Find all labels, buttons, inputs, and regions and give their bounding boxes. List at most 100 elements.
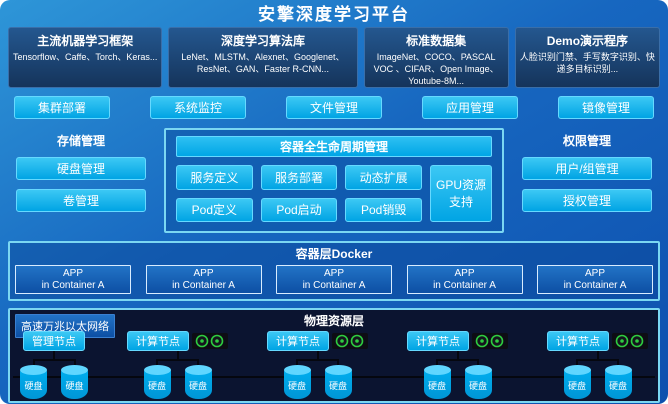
- disk-pair: 硬盘 硬盘: [143, 359, 212, 399]
- app-container-box: APP in Container A: [406, 265, 523, 294]
- compute-node-group: 计算节点 硬盘 硬盘: [407, 331, 508, 399]
- disk-label: 硬盘: [65, 381, 84, 391]
- disk-label: 硬盘: [328, 381, 347, 391]
- demo-programs-box: Demo演示程序 人脸识别门禁、手写数字识别、快递多目标识别...: [514, 27, 660, 88]
- disk-label: 硬盘: [567, 381, 586, 391]
- demo-programs-title: Demo演示程序: [546, 34, 629, 48]
- disk-label: 硬盘: [24, 381, 43, 391]
- container-layer: 容器层Docker APP in Container A APP in Cont…: [8, 241, 660, 301]
- app-container-box: APP in Container A: [145, 265, 262, 294]
- dl-algorithm-library-title: 深度学习算法库: [220, 34, 305, 48]
- container-apps-row: APP in Container A APP in Container A AP…: [15, 265, 653, 294]
- authorization-management-box: 授权管理: [522, 189, 652, 212]
- disk-label: 硬盘: [608, 381, 627, 391]
- dl-algorithm-library-content: LeNet、MLSTM、Alexnet、Googlenet、ResNet、GAN…: [181, 52, 345, 75]
- ml-frameworks-content: Tensorflow、Caffe、Torch、Keras...: [13, 52, 158, 62]
- page-title: 安擎深度学习平台: [258, 5, 410, 24]
- disk-label: 硬盘: [468, 381, 487, 391]
- permission-title: 权限管理: [562, 134, 611, 148]
- connector-stem: [316, 351, 319, 359]
- gpu-card-icon: [472, 333, 508, 349]
- disk-icon: 硬盘: [604, 365, 632, 399]
- compute-node-group: 计算节点 硬盘 硬盘: [267, 331, 368, 399]
- gpu-support-box: GPU资源支持: [430, 165, 492, 222]
- volume-management-box: 卷管理: [16, 189, 146, 212]
- connector-stem: [596, 351, 599, 359]
- application-management-box: 应用管理: [422, 96, 518, 119]
- gpu-card-icon: [332, 333, 368, 349]
- frameworks-row: 主流机器学习框架 Tensorflow、Caffe、Torch、Keras...…: [8, 27, 660, 88]
- disk-wrap: 硬盘: [324, 359, 352, 399]
- standard-datasets-content: ImageNet、COCO、PASCAL VOC 、CIFAR、Open Ima…: [373, 52, 499, 87]
- compute-node-box: 计算节点: [267, 331, 329, 351]
- compute-node-group: 计算节点 硬盘 硬盘: [547, 331, 648, 399]
- compute-node-box: 计算节点: [547, 331, 609, 351]
- disk-wrap: 硬盘: [61, 359, 88, 399]
- disk-icon: 硬盘: [283, 365, 311, 399]
- disk-management-box: 硬盘管理: [16, 157, 146, 180]
- disk-icon: 硬盘: [61, 365, 88, 399]
- physical-layer: 高速万兆以太网络 物理资源层 管理节点 硬盘 硬盘 计算节点: [8, 308, 660, 403]
- disk-label: 硬盘: [188, 381, 207, 391]
- permission-panel: 权限管理 用户/组管理 授权管理: [514, 128, 660, 233]
- compute-node-box: 计算节点: [127, 331, 189, 351]
- container-layer-title: 容器层Docker: [295, 247, 373, 261]
- storage-title: 存储管理: [56, 134, 105, 148]
- node-head: 计算节点: [127, 331, 228, 351]
- lifecycle-grid: 服务定义 服务部署 动态扩展 Pod定义 Pod启动 Pod销毁: [176, 165, 422, 222]
- standard-datasets-box: 标准数据集 ImageNet、COCO、PASCAL VOC 、CIFAR、Op…: [363, 27, 509, 88]
- service-define-box: 服务定义: [176, 165, 253, 190]
- physical-layer-title: 物理资源层: [303, 314, 364, 328]
- disk-wrap: 硬盘: [604, 359, 632, 399]
- compute-node-box: 计算节点: [407, 331, 469, 351]
- dl-algorithm-library-box: 深度学习算法库 LeNet、MLSTM、Alexnet、Googlenet、Re…: [168, 27, 358, 88]
- app-sublabel: in Container A: [433, 280, 496, 291]
- app-label: APP: [62, 268, 83, 279]
- disk-pair: 硬盘 硬盘: [423, 359, 492, 399]
- disk-wrap: 硬盘: [563, 359, 591, 399]
- connector-stem: [53, 351, 55, 359]
- disk-icon: 硬盘: [20, 365, 47, 399]
- disk-pair: 硬盘 硬盘: [20, 359, 88, 399]
- app-sublabel: in Container A: [563, 280, 627, 291]
- gpu-card-icon: [612, 333, 648, 349]
- gpu-card-icon: [192, 333, 228, 349]
- disk-wrap: 硬盘: [283, 359, 311, 399]
- pod-define-box: Pod定义: [176, 197, 253, 222]
- disk-wrap: 硬盘: [143, 359, 171, 399]
- management-row: 集群部署 系统监控 文件管理 应用管理 镜像管理: [8, 96, 660, 119]
- service-deploy-box: 服务部署: [260, 165, 338, 190]
- disk-icon: 硬盘: [143, 365, 171, 399]
- disk-pair: 硬盘 硬盘: [563, 359, 632, 399]
- dynamic-scaling-box: 动态扩展: [345, 165, 422, 190]
- connector-stem: [456, 351, 459, 359]
- app-container-box: APP in Container A: [276, 265, 392, 294]
- app-label: APP: [193, 268, 214, 279]
- ml-frameworks-box: 主流机器学习框架 Tensorflow、Caffe、Torch、Keras...: [8, 27, 163, 88]
- app-label: APP: [584, 268, 605, 279]
- app-sublabel: in Container A: [172, 280, 235, 291]
- app-sublabel: in Container A: [302, 280, 366, 291]
- pod-start-box: Pod启动: [260, 197, 338, 222]
- management-node-group: 管理节点 硬盘 硬盘: [20, 331, 88, 399]
- node-head: 管理节点: [23, 331, 85, 351]
- nodes-row: 管理节点 硬盘 硬盘 计算节点: [18, 331, 650, 399]
- disk-icon: 硬盘: [563, 365, 591, 399]
- disk-wrap: 硬盘: [184, 359, 212, 399]
- management-node-box: 管理节点: [23, 331, 85, 351]
- node-head: 计算节点: [547, 331, 648, 351]
- lifecycle-body: 服务定义 服务部署 动态扩展 Pod定义 Pod启动 Pod销毁 GPU资源支持: [166, 157, 502, 231]
- disk-label: 硬盘: [147, 381, 166, 391]
- image-management-box: 镜像管理: [558, 96, 654, 119]
- node-head: 计算节点: [407, 331, 508, 351]
- app-label: APP: [323, 268, 344, 279]
- app-container-box: APP in Container A: [15, 265, 131, 294]
- app-container-box: APP in Container A: [537, 265, 653, 294]
- storage-panel: 存储管理 硬盘管理 卷管理: [8, 128, 154, 233]
- disk-icon: 硬盘: [423, 365, 451, 399]
- user-group-management-box: 用户/组管理: [522, 157, 652, 180]
- middle-row: 存储管理 硬盘管理 卷管理 容器全生命周期管理 服务定义 服务部署 动态扩展 P…: [8, 128, 660, 233]
- demo-programs-content: 人脸识别门禁、手写数字识别、快递多目标识别...: [519, 52, 655, 75]
- lifecycle-panel: 容器全生命周期管理 服务定义 服务部署 动态扩展 Pod定义 Pod启动 Pod…: [164, 128, 504, 233]
